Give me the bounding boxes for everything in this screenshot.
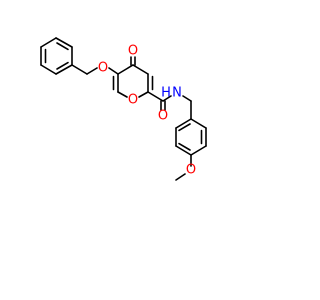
ether-oxygen-label: O — [98, 61, 108, 76]
aromatic-inner-bond — [56, 61, 69, 70]
chemical-structure: O O O O N H O — [40, 37, 207, 181]
bond-ring-to-amide — [147, 91, 164, 102]
aromatic-inner-bond — [178, 123, 191, 132]
bond — [117, 91, 128, 98]
bond — [40, 37, 57, 48]
bond-c-n — [162, 95, 172, 102]
bond — [55, 64, 73, 75]
bond — [132, 64, 149, 75]
pyranone-ring — [112, 64, 154, 98]
bond — [175, 118, 192, 129]
methoxy-oxygen-label: O — [186, 163, 196, 178]
bond-n-ch2 — [182, 95, 192, 102]
bond — [40, 64, 57, 75]
amide-hydrogen-label: H — [161, 86, 171, 101]
amide-oxygen-label: O — [158, 109, 168, 124]
ketone-oxygen-label: O — [128, 44, 138, 59]
bond — [175, 145, 192, 156]
aromatic-inner-bond — [56, 42, 69, 51]
aromatic-inner-bond — [178, 142, 191, 151]
bond — [117, 64, 134, 75]
methoxyphenyl-ring — [175, 118, 207, 156]
bond-benzylic — [71, 64, 88, 75]
bond — [190, 145, 207, 156]
amide-nitrogen-label: N — [172, 86, 182, 101]
bond-o-methyl — [175, 173, 186, 181]
bond — [138, 91, 149, 98]
bond-ether-right — [108, 67, 119, 75]
benzyl-phenyl-ring — [40, 37, 73, 75]
bond-ether-left — [86, 67, 98, 75]
bond — [190, 118, 207, 129]
ring-oxygen-label: O — [128, 93, 138, 108]
bond — [55, 37, 73, 48]
